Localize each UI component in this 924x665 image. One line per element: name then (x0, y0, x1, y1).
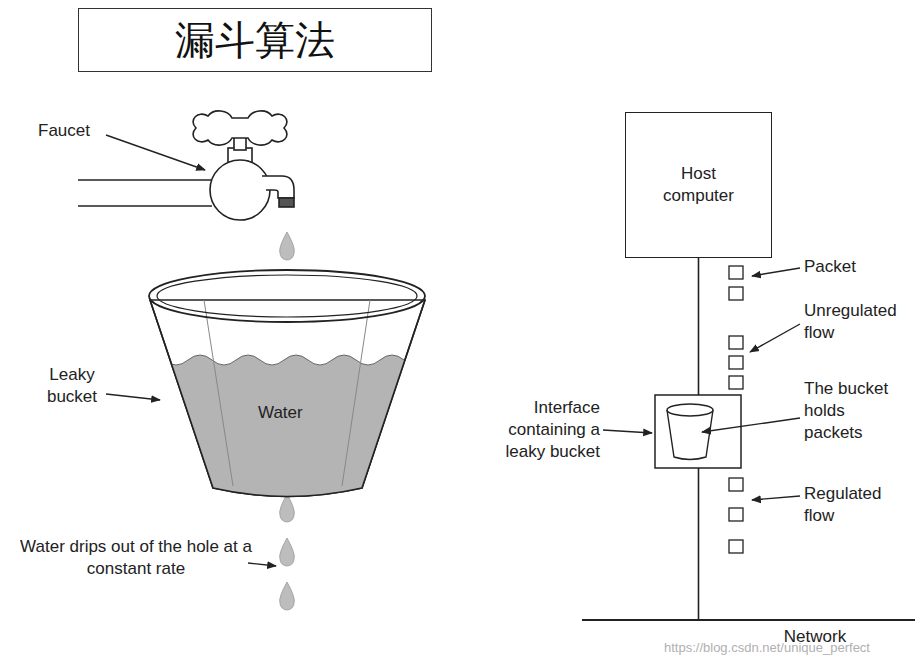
bucket-holds-label: The bucket holds packets (804, 378, 904, 444)
leaky-bucket (140, 270, 440, 520)
network-line: Network (582, 619, 915, 649)
node-text: Network (715, 626, 915, 648)
host-computer-box: Host computer (625, 112, 772, 258)
title-text: 漏斗算法 (175, 13, 335, 68)
regulated-label: Regulated flow (804, 483, 904, 527)
interface-label: Interface containing a leaky bucket (470, 397, 600, 463)
water-label: Water (258, 402, 328, 424)
node-text: Host computer (651, 163, 746, 207)
faucet (78, 111, 294, 220)
bucket-label: Leaky bucket (36, 364, 108, 408)
drip-label: Water drips out of the hole at a constan… (18, 536, 254, 580)
faucet-label: Faucet (38, 120, 118, 142)
leader-lines (603, 268, 800, 500)
packet-label: Packet (804, 256, 904, 278)
unregulated-label: Unregulated flow (804, 300, 916, 344)
title-box: 漏斗算法 (78, 8, 432, 72)
interface-box (655, 395, 741, 468)
